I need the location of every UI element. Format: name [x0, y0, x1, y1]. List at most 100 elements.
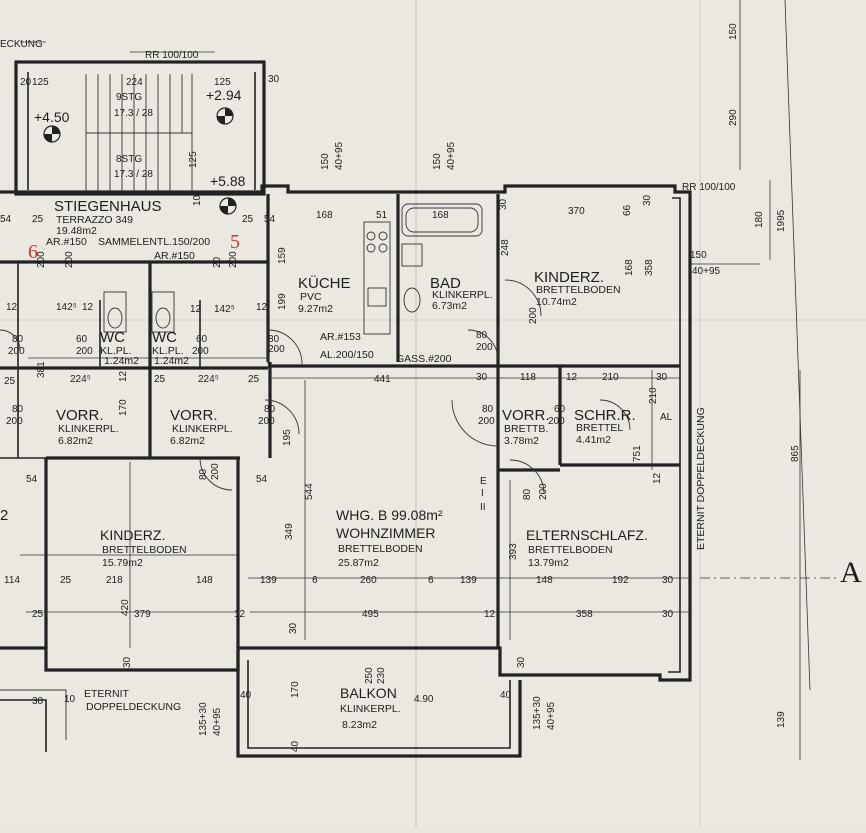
steps-1-ratio: 17.3 / 28: [114, 108, 153, 119]
room-wc2-floor: KL.PL.: [152, 345, 184, 357]
room-vorr2-floor: KLINKERPL.: [172, 423, 233, 435]
dim-4095a: 40+95: [334, 141, 345, 170]
dim-248: 248: [500, 239, 511, 256]
dim-218: 218: [106, 575, 123, 586]
dim-1425a: 142⁵: [56, 302, 77, 313]
room-vorr1-area: 6.82m2: [58, 435, 93, 447]
room-bad-area: 6.73m2: [432, 300, 467, 312]
stair-ar: AR.#150: [46, 236, 87, 248]
dim-170b: 170: [290, 681, 301, 698]
dim-60a: 60: [76, 334, 88, 345]
dim-30a: 30: [268, 74, 280, 85]
room-wohn-floor: BRETTELBODEN: [338, 543, 423, 555]
room-eltern-name: ELTERNSCHLAFZ.: [526, 527, 648, 543]
dim-150a: 150: [320, 153, 331, 170]
dim-200a: 200: [36, 251, 47, 268]
dim-200o: 200: [538, 483, 549, 500]
room-eltern-floor: BRETTELBODEN: [528, 544, 613, 556]
dim-12b: 12: [82, 302, 94, 313]
dim-80e: 80: [264, 404, 276, 415]
room-kueche-floor: PVC: [300, 291, 322, 303]
dim-200n: 200: [210, 463, 221, 480]
room-wc2-name: WC: [152, 329, 177, 346]
room-wohn-name: WOHNZIMMER: [336, 525, 436, 541]
dim-80d: 80: [12, 404, 24, 415]
annot-i: I: [481, 488, 484, 499]
dim-30c: 30: [642, 194, 653, 206]
dim-54c: 54: [26, 474, 38, 485]
annot-al: AL.200/150: [320, 349, 374, 361]
annot-e: E: [480, 476, 487, 487]
room-eltern-area: 13.79m2: [528, 557, 569, 569]
dim-180: 180: [754, 211, 765, 228]
dim-4095e: 40+95: [546, 701, 557, 730]
dim-125a: 125: [32, 77, 49, 88]
dim-168a: 168: [316, 210, 333, 221]
dim-80a: 80: [12, 334, 24, 345]
handwritten-6: 6: [28, 241, 38, 263]
dim-148b: 148: [536, 575, 553, 586]
dim-51: 51: [376, 210, 388, 221]
dim-224: 224: [126, 77, 143, 88]
dim-12h: 12: [234, 609, 246, 620]
dim-54d: 54: [256, 474, 268, 485]
room-schrr-area: 4.41m2: [576, 434, 611, 446]
annot-eternit-1: ETERNIT: [84, 688, 130, 700]
dim-393: 393: [508, 543, 519, 560]
room-vorr1-name: VORR.: [56, 407, 104, 424]
dim-358b: 358: [576, 609, 593, 620]
dim-349: 349: [284, 523, 295, 540]
dim-195: 195: [282, 429, 293, 446]
dim-30h: 30: [122, 656, 133, 668]
room-vorr2-name: VORR.: [170, 407, 218, 424]
dim-40b: 40: [290, 740, 301, 752]
dim-20a: 20: [20, 77, 32, 88]
annot-eternit-right: ETERNIT DOPPELDECKUNG: [695, 407, 707, 550]
dim-544: 544: [304, 483, 315, 500]
dim-40c: 40: [500, 690, 512, 701]
level-294: +2.94: [206, 87, 242, 103]
annot-eternit-2: DOPPELDECKUNG: [86, 701, 181, 713]
stair-sammel: SAMMELENTL.150/200: [98, 236, 210, 248]
dim-25a: 25: [32, 214, 44, 225]
stair-ar2: AR.#150: [154, 250, 195, 262]
room-kinderz1-name: KINDERZ.: [534, 269, 604, 286]
dim-30g: 30: [662, 609, 674, 620]
dim-80b: 80: [268, 334, 280, 345]
dim-1425b: 142⁵: [214, 304, 235, 315]
dim-170: 170: [118, 399, 129, 416]
dim-260: 260: [360, 575, 377, 586]
dim-13530b: 135+30: [532, 696, 543, 730]
steps-1: 9STG: [116, 92, 142, 103]
dim-250: 250: [364, 667, 375, 684]
dim-159: 159: [277, 247, 288, 264]
room-wc1-floor: KL.PL.: [100, 345, 132, 357]
dim-495: 495: [362, 609, 379, 620]
stair-name: STIEGENHAUS: [54, 198, 162, 215]
annot-gas: GASS.#200: [396, 353, 452, 365]
room-kinderz2-area: 15.79m2: [102, 557, 143, 569]
rr-label-right: RR 100/100: [682, 182, 736, 193]
dim-30b: 30: [498, 198, 509, 210]
dim-30d: 30: [476, 372, 488, 383]
dim-6b: 6: [428, 575, 434, 586]
dim-4095c: 40+95: [692, 266, 721, 277]
dim-66: 66: [622, 204, 633, 216]
room-vorr3-area: 3.78m2: [504, 435, 539, 447]
dim-20d: 20: [212, 256, 223, 268]
dim-200j: 200: [6, 416, 23, 427]
dim-80f: 80: [482, 404, 494, 415]
dim-139c: 139: [776, 711, 787, 728]
dim-30i: 30: [288, 622, 299, 634]
dim-4095b: 40+95: [446, 141, 457, 170]
dim-358a: 358: [644, 259, 655, 276]
level-450: +4.50: [34, 109, 70, 125]
room-bad-floor: KLINKERPL.: [432, 289, 493, 301]
level-588: +5.88: [210, 173, 246, 189]
dim-12e: 12: [118, 370, 129, 382]
room-kueche-name: KÜCHE: [298, 274, 351, 292]
fixtures: [103, 203, 483, 335]
dim-139b: 139: [460, 575, 477, 586]
